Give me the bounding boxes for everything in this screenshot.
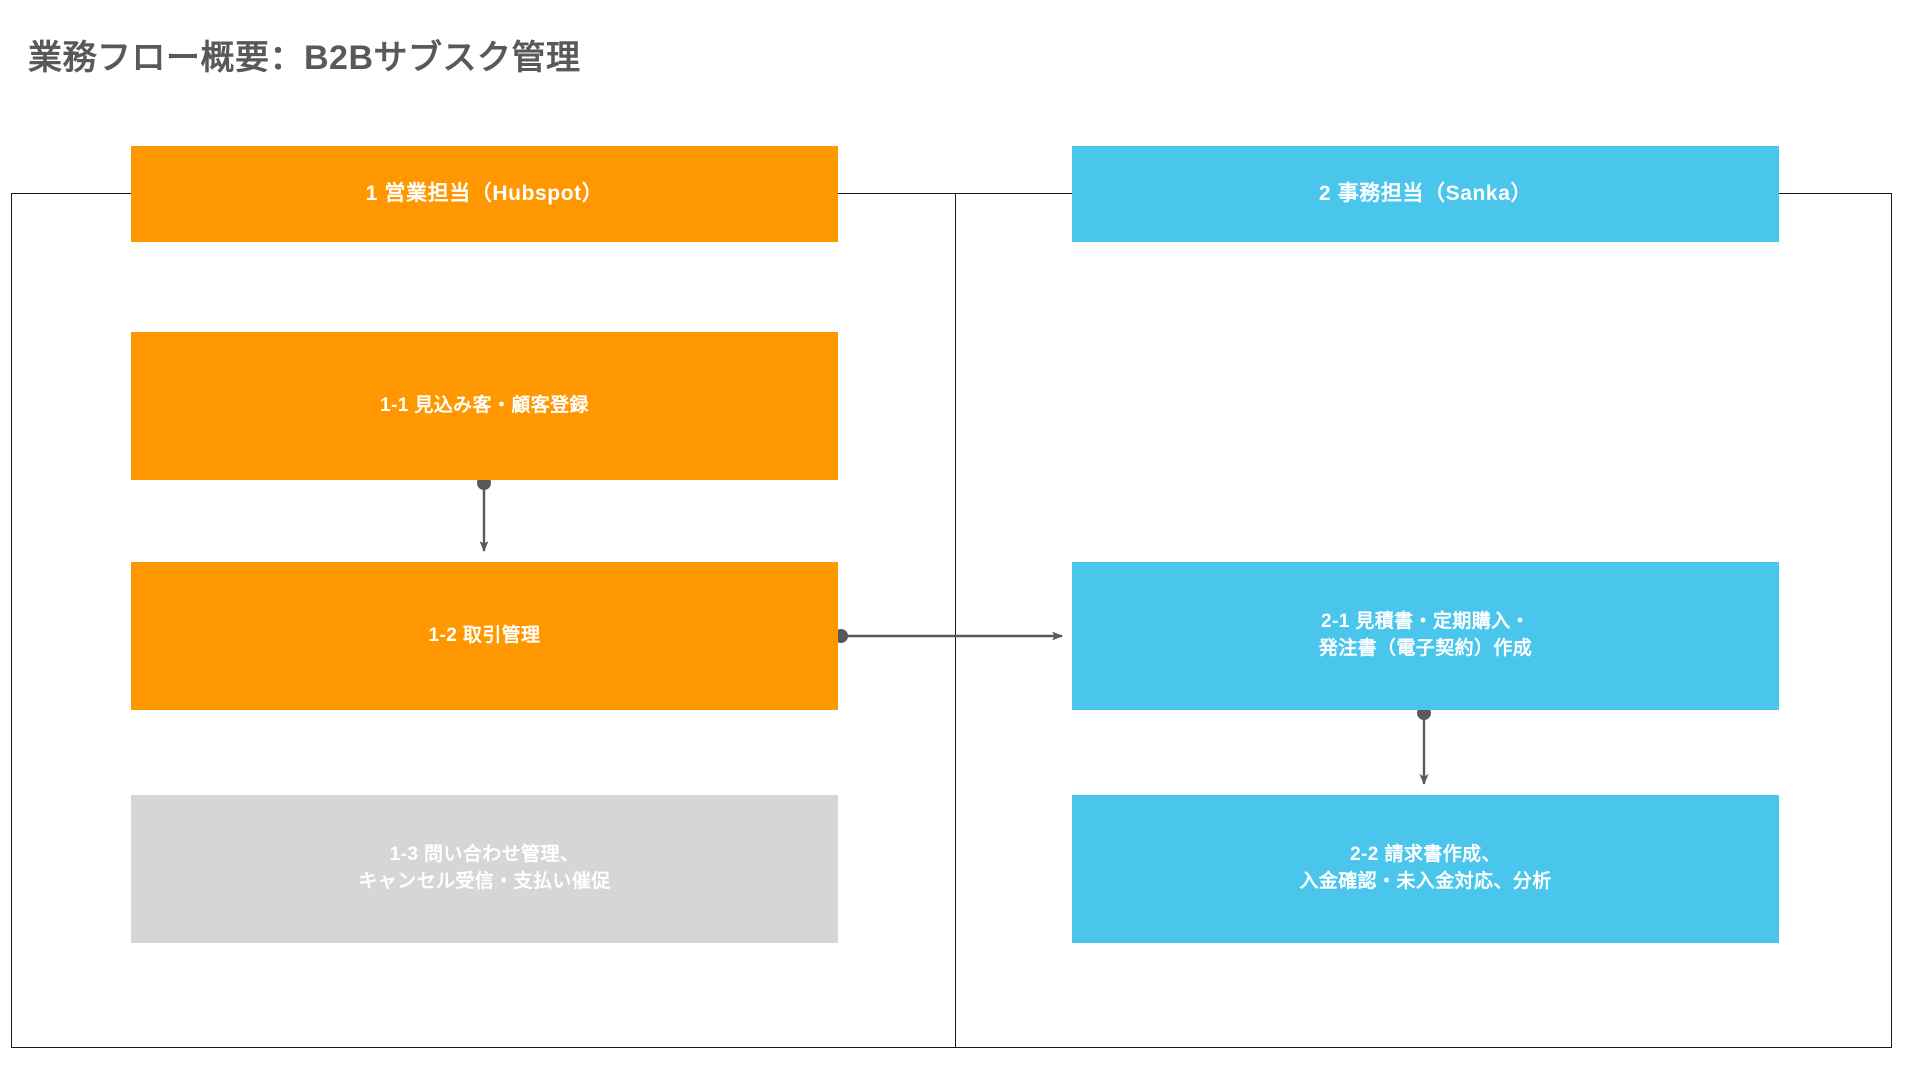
page-title: 業務フロー概要：B2Bサブスク管理 — [28, 39, 581, 77]
process-node-1-3[interactable]: 1-3 問い合わせ管理、 キャンセル受信・支払い催促 — [131, 795, 838, 943]
swimlane-header-admin[interactable]: 2 事務担当（Sanka） — [1072, 146, 1779, 242]
swimlane-header-sales[interactable]: 1 営業担当（Hubspot） — [131, 146, 838, 242]
process-node-1-1[interactable]: 1-1 見込み客・顧客登録 — [131, 332, 838, 480]
process-node-2-2[interactable]: 2-2 請求書作成、 入金確認・未入金対応、分析 — [1072, 795, 1779, 943]
process-node-1-2[interactable]: 1-2 取引管理 — [131, 562, 838, 710]
process-node-2-1[interactable]: 2-1 見積書・定期購入・ 発注書（電子契約）作成 — [1072, 562, 1779, 710]
